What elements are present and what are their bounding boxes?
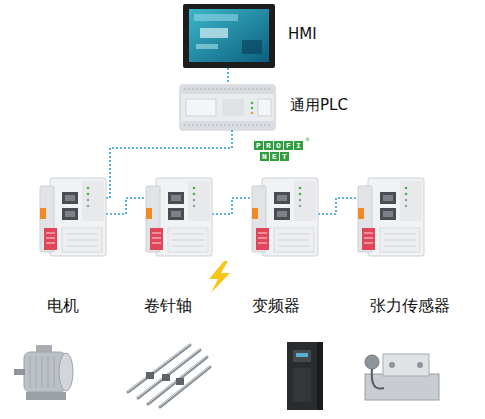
device-box: 卷针轴 xyxy=(120,292,215,414)
network-cable-connector xyxy=(228,68,229,84)
logo-text: PROFI xyxy=(256,141,306,150)
node-label: 变频器 xyxy=(228,296,324,316)
logo-text: NET xyxy=(262,152,292,161)
io-module xyxy=(358,178,424,256)
device-box: 变频器 xyxy=(228,292,324,414)
io-module xyxy=(40,178,106,256)
io-module xyxy=(252,178,318,256)
tension-sensor-image xyxy=(365,354,439,400)
node-label: HMI xyxy=(288,25,317,44)
node-label: 通用PLC xyxy=(290,96,348,115)
connector-line xyxy=(227,68,229,84)
plc-box: 通用PLC xyxy=(180,84,345,134)
inverter-image xyxy=(287,342,323,410)
device-box: 电机 xyxy=(15,292,110,414)
hmi-box: HMI xyxy=(183,4,323,68)
screw-shaft-image xyxy=(128,344,210,407)
motor-image xyxy=(14,345,73,400)
plc-unit xyxy=(180,85,275,130)
network-cable xyxy=(78,130,380,214)
io-module xyxy=(146,178,212,256)
node-label: 电机 xyxy=(15,296,110,316)
node-label: 张力传感器 xyxy=(355,296,465,316)
hmi-monitor xyxy=(183,4,275,68)
registered-mark: ® xyxy=(305,136,310,142)
node-label: 卷针轴 xyxy=(120,296,215,316)
lightning-symbol xyxy=(209,261,230,293)
device-box: 张力传感器 xyxy=(355,292,465,414)
